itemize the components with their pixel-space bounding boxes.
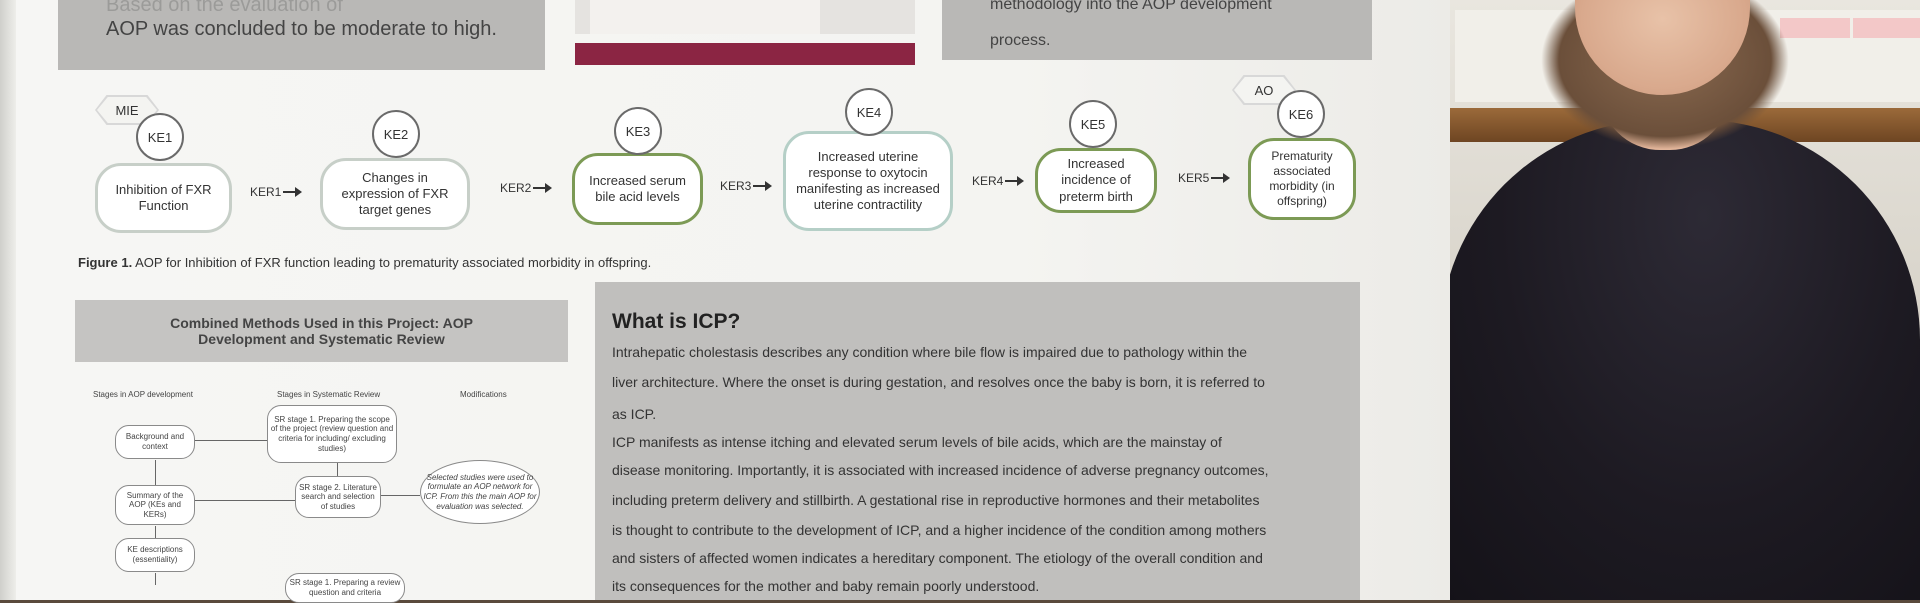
accent-bar [575, 43, 915, 65]
body-text-line: disease monitoring. Importantly, it is a… [612, 462, 1269, 478]
mie-badge: MIE [95, 95, 159, 125]
aop-stage-box: KE descriptions (essentiality) [115, 538, 195, 572]
flow-connector [155, 526, 156, 538]
body-text-line: Intrahepatic cholestasis describes any c… [612, 344, 1248, 360]
key-event-box: Inhibition of FXR Function [95, 163, 232, 233]
key-event-box: Prematurity associated morbidity (in off… [1248, 138, 1356, 220]
key-event-box: Increased uterine response to oxytocin m… [783, 131, 953, 231]
key-event-label: KE2 [372, 110, 420, 158]
sr-stage-box: SR stage 1. Preparing a review question … [285, 573, 405, 603]
body-text-line: and sisters of affected women indicates … [612, 550, 1263, 566]
ker-arrow: KER3 [720, 179, 773, 193]
person-torso [1440, 120, 1920, 600]
conclusion-text: AOP was concluded to be moderate to high… [106, 18, 497, 40]
methodology-text-line: process. [990, 32, 1051, 49]
key-event-label: KE4 [845, 88, 893, 136]
aop-stage-box: Summary of the AOP (KEs and KERs) [115, 485, 195, 525]
key-event-label: KE6 [1277, 90, 1325, 138]
flow-connector [381, 495, 420, 496]
key-event-box: Increased incidence of preterm birth [1035, 148, 1157, 213]
body-text-line: liver architecture. Where the onset is d… [612, 374, 1265, 390]
research-poster: Based on the evaluation of AOP was concl… [0, 0, 1450, 603]
key-event-label: KE1 [136, 113, 184, 161]
figure-caption: Figure 1. AOP for Inhibition of FXR func… [78, 255, 652, 270]
modification-box: Selected studies were used to formulate … [420, 460, 540, 524]
key-event-box: Changes in expression of FXR target gene… [320, 158, 470, 230]
flow-connector [155, 573, 156, 585]
methods-panel: Combined Methods Used in this Project: A… [75, 300, 568, 603]
sr-stage-box: SR stage 2. Literature search and select… [295, 476, 381, 518]
flow-connector [195, 500, 295, 501]
column-heading: Stages in Systematic Review [277, 390, 381, 399]
conclusion-cut-text: Based on the evaluation of [106, 0, 343, 16]
key-event-box: Increased serum bile acid levels [572, 153, 703, 225]
column-heading: Stages in AOP development [93, 390, 193, 399]
ker-arrow: KER1 [250, 185, 303, 199]
photo-strip [575, 0, 915, 34]
pink-note [1853, 18, 1920, 38]
sr-stage-box: SR stage 1. Preparing the scope of the p… [267, 405, 397, 463]
poster-edge [0, 0, 16, 600]
body-text-line: ICP manifests as intense itching and ele… [612, 434, 1222, 450]
body-text-line: including preterm delivery and stillbirt… [612, 492, 1260, 508]
methods-title: Combined Methods Used in this Project: A… [75, 300, 568, 362]
ker-arrow: KER4 [972, 174, 1025, 188]
methodology-text-line: methodology into the AOP development [990, 0, 1272, 13]
methodology-box: methodology into the AOP development pro… [942, 0, 1372, 60]
body-text-line: its consequences for the mother and baby… [612, 578, 1040, 594]
icp-section: What is ICP? Intrahepatic cholestasis de… [595, 282, 1360, 600]
flow-connector [155, 460, 156, 485]
ker-arrow: KER2 [500, 181, 553, 195]
column-heading: Modifications [460, 390, 507, 399]
key-event-label: KE3 [614, 107, 662, 155]
body-text-line: is thought to contribute to the developm… [612, 522, 1267, 538]
body-text-line: as ICP. [612, 406, 657, 422]
aop-stage-box: Background and context [115, 425, 195, 459]
ker-arrow: KER5 [1178, 171, 1231, 185]
section-heading: What is ICP? [612, 310, 741, 333]
flow-connector [337, 463, 338, 476]
flow-connector [195, 440, 267, 441]
conclusion-box: Based on the evaluation of AOP was concl… [58, 0, 545, 70]
pink-note [1780, 18, 1850, 38]
key-event-label: KE5 [1069, 100, 1117, 148]
